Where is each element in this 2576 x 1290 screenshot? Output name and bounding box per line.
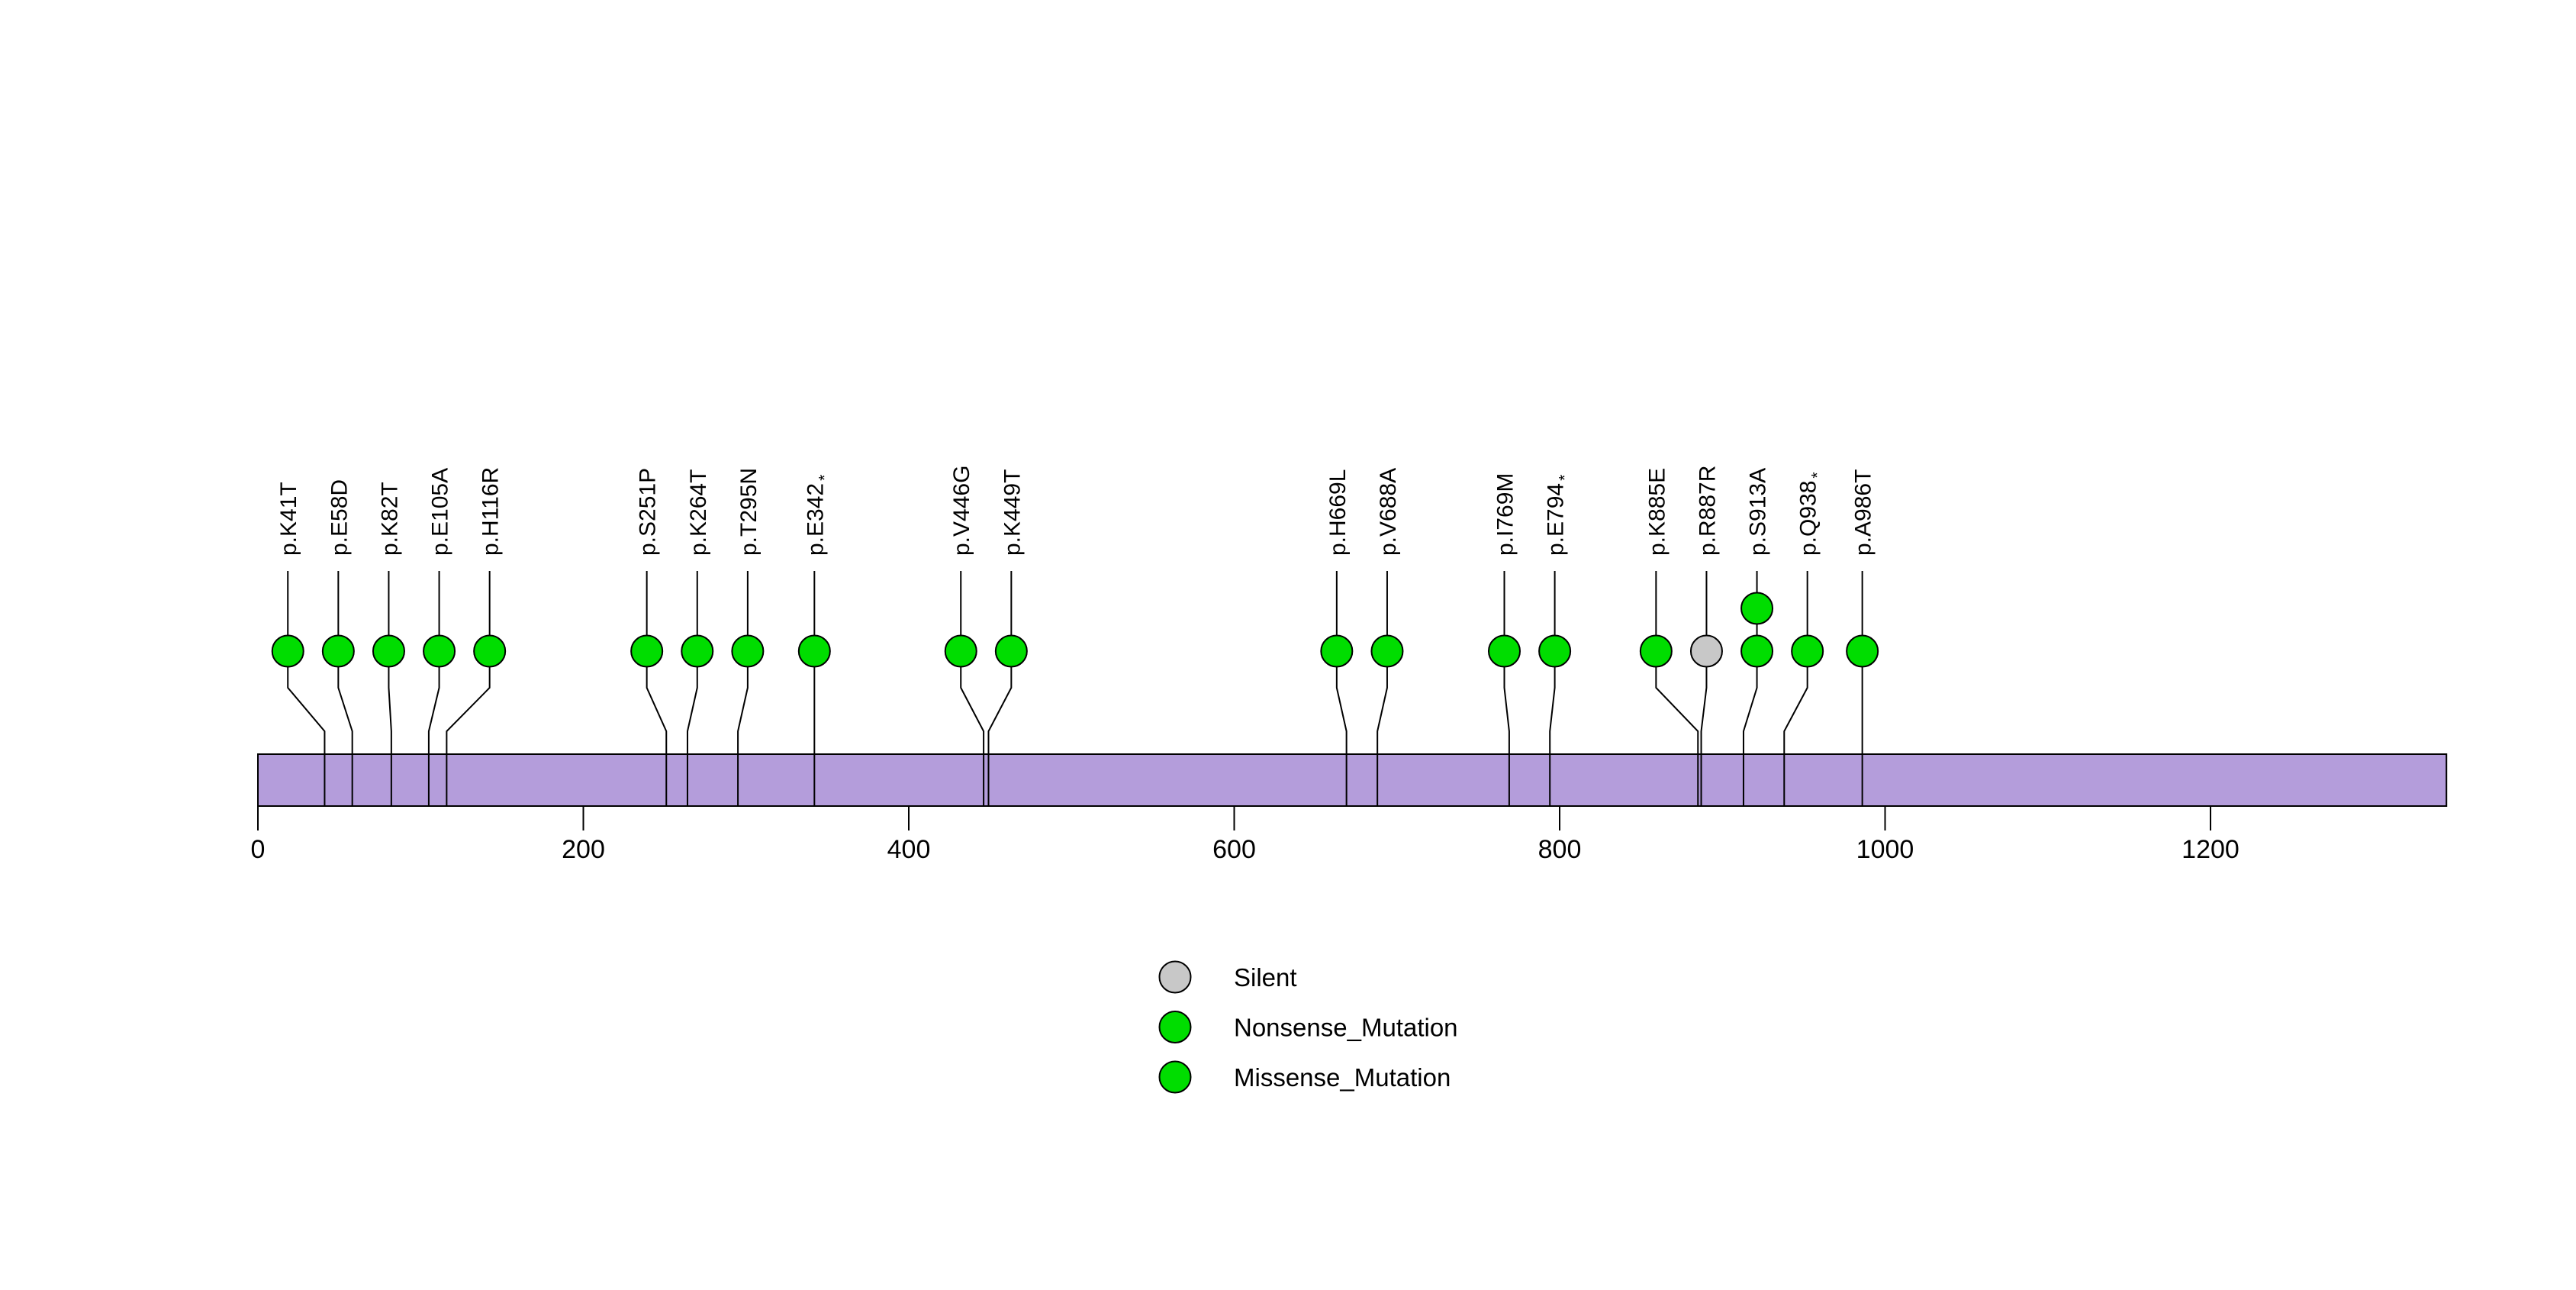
lollipop-connector	[987, 571, 1013, 806]
legend: Silent Nonsense_Mutation Missense_Mutati…	[1158, 960, 1458, 1094]
mutation-circle	[1791, 634, 1824, 668]
axis-tick-label: 800	[1538, 835, 1582, 864]
legend-item-missense: Missense_Mutation	[1158, 1060, 1451, 1094]
mutation-circle	[423, 634, 456, 668]
lollipop-connector	[446, 571, 491, 806]
mutation-circle	[1740, 592, 1774, 625]
mutation-circle	[994, 634, 1028, 668]
mutation-label: p.E58D	[327, 479, 352, 556]
mutation-label: p.T295N	[736, 468, 762, 556]
truncating-star: *	[1557, 475, 1574, 481]
mutation-circle	[1320, 634, 1354, 668]
mutation-label: p.S251P	[636, 468, 661, 556]
axis-tick-label: 1000	[1856, 835, 1914, 864]
mutation-label: p.E794*	[1544, 475, 1574, 556]
mutation-label: p.K449T	[1000, 469, 1025, 556]
lollipop-connector	[1783, 571, 1808, 806]
mutation-circle	[473, 634, 507, 668]
mutation-label: p.K41T	[276, 482, 301, 556]
mutation-circle	[797, 634, 831, 668]
truncating-star: *	[816, 475, 833, 481]
legend-marker-missense	[1158, 1060, 1192, 1094]
mutation-circle	[1846, 634, 1879, 668]
lollipop-connector	[1503, 571, 1510, 806]
mutation-label: p.H669L	[1325, 469, 1351, 556]
mutation-label: p.K264T	[686, 469, 711, 556]
mutation-circle	[321, 634, 355, 668]
lollipop-connector	[960, 571, 985, 806]
legend-label-missense: Missense_Mutation	[1234, 1063, 1451, 1092]
lollipop-connector	[646, 571, 668, 806]
mutation-circle	[372, 634, 405, 668]
lollipop-connector	[287, 571, 326, 806]
legend-label-nonsense: Nonsense_Mutation	[1234, 1014, 1458, 1042]
lollipop-connector	[1377, 571, 1388, 806]
mutation-label: p.V688A	[1376, 468, 1401, 556]
mutation-label: p.Q938*	[1796, 472, 1827, 556]
mutation-label: p.I769M	[1492, 473, 1518, 556]
plot-layer: 0 200 400 600 800 1000 1200 p.K41T p.E58D p.K82T p…	[251, 466, 2448, 864]
lollipop-connector	[337, 571, 353, 806]
lollipop-connector	[686, 571, 698, 806]
mutation-circle	[1487, 634, 1521, 668]
mutation-circle	[1740, 634, 1774, 668]
mutation-label: p.S913A	[1746, 468, 1771, 556]
mutation-label: p.R887R	[1695, 466, 1720, 556]
mutation-label: p.E342*	[803, 475, 833, 556]
lollipop-connector	[388, 571, 392, 806]
legend-marker-nonsense	[1158, 1011, 1192, 1043]
mutation-label: p.A986T	[1851, 469, 1876, 556]
legend-item-nonsense: Nonsense_Mutation	[1158, 1011, 1458, 1043]
mutation-circle	[1370, 634, 1404, 668]
lollipop-connector	[1335, 571, 1348, 806]
axis-tick-label: 400	[887, 835, 931, 864]
axis-tick-label: 200	[562, 835, 605, 864]
mutation-circle	[944, 634, 977, 668]
lollipop-connector	[427, 571, 440, 806]
axis-tick-label: 600	[1212, 835, 1256, 864]
lollipop-connector	[1655, 571, 1699, 806]
truncating-star: *	[1809, 472, 1827, 478]
mutation-circle	[630, 634, 664, 668]
mutation-circle	[1689, 634, 1723, 668]
mutation-circle	[1639, 634, 1673, 668]
legend-label-silent: Silent	[1234, 963, 1297, 992]
mutation-label: p.H116R	[478, 467, 504, 556]
mutation-label: p.V446G	[949, 466, 974, 556]
mutation-circle	[1538, 634, 1572, 668]
mutation-label: p.K885E	[1644, 468, 1670, 556]
legend-item-silent: Silent	[1158, 960, 1297, 994]
mutation-label: p.E105A	[428, 468, 453, 556]
lollipop-connector	[1700, 571, 1708, 806]
mutation-circle	[271, 634, 304, 668]
axis-tick-label: 0	[251, 835, 266, 864]
mutation-circle	[681, 634, 714, 668]
mutation-circle	[731, 634, 765, 668]
axis-tick-label: 1200	[2182, 835, 2240, 864]
legend-marker-silent	[1158, 960, 1192, 994]
protein-domain-bar	[257, 753, 2448, 807]
lollipop-connector	[1742, 571, 1758, 806]
mutation-label: p.K82T	[377, 482, 402, 556]
lollipop-connector	[737, 571, 749, 806]
lollipop-connector	[1549, 571, 1556, 806]
